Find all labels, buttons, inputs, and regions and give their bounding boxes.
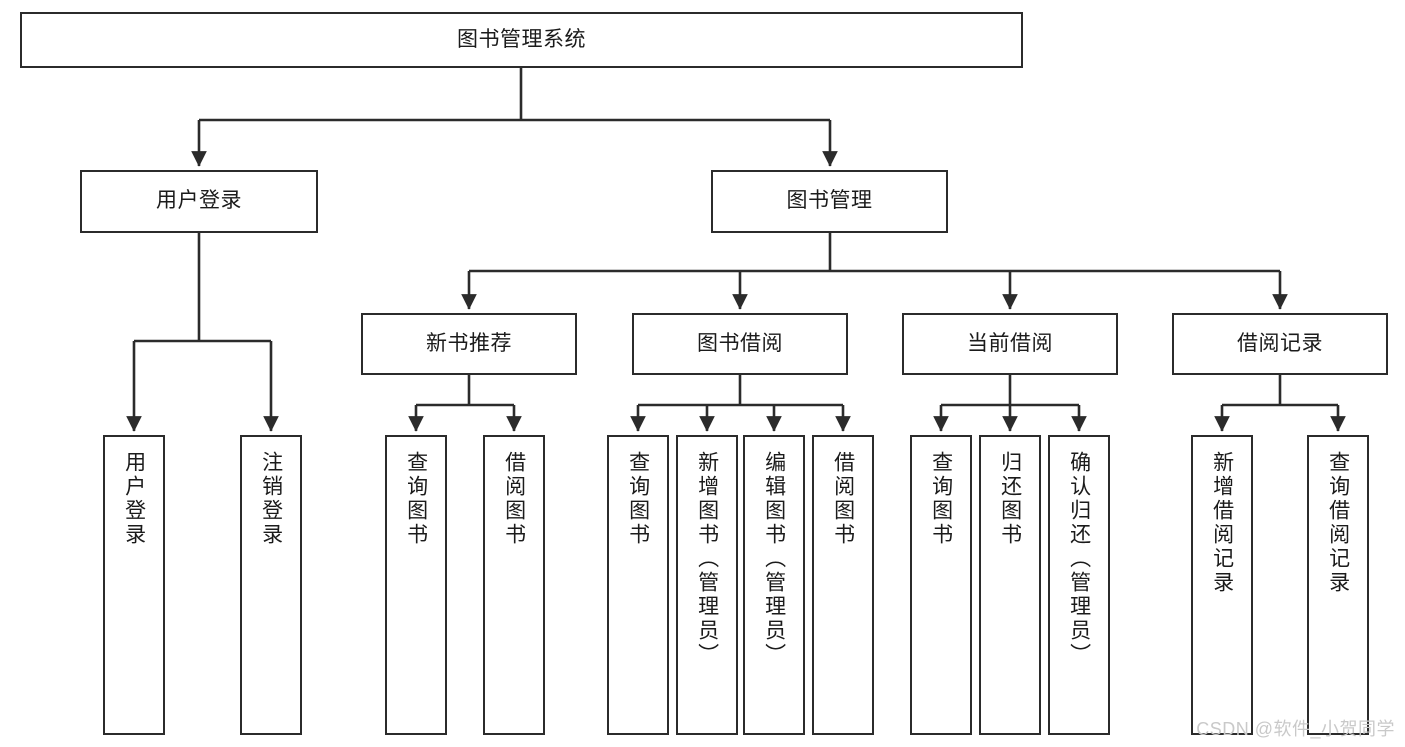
node-leaf-book-borrow-0[interactable]: 查询图书 — [607, 435, 669, 735]
node-leaf-new-book-1[interactable]: 借阅图书 — [483, 435, 545, 735]
node-leaf-user-login-1[interactable]: 注销登录 — [240, 435, 302, 735]
node-leaf-borrow-record-1[interactable]: 查询借阅记录 — [1307, 435, 1369, 735]
node-new-book-recommend-label: 新书推荐 — [426, 331, 512, 355]
node-book-manage[interactable]: 图书管理 — [711, 170, 948, 233]
node-book-borrow[interactable]: 图书借阅 — [632, 313, 848, 375]
node-leaf-label: 借阅图书 — [831, 451, 855, 547]
node-leaf-book-borrow-1[interactable]: 新增图书（管理员） — [676, 435, 738, 735]
node-leaf-book-borrow-2[interactable]: 编辑图书（管理员） — [743, 435, 805, 735]
node-leaf-user-login-0[interactable]: 用户登录 — [103, 435, 165, 735]
node-new-book-recommend[interactable]: 新书推荐 — [361, 313, 577, 375]
node-book-borrow-label: 图书借阅 — [697, 331, 783, 355]
watermark-label: CSDN @软件_小贺同学 — [1196, 719, 1395, 739]
node-leaf-label: 查询图书 — [626, 451, 650, 547]
node-leaf-borrow-record-0[interactable]: 新增借阅记录 — [1191, 435, 1253, 735]
node-leaf-label: 查询图书 — [404, 451, 428, 547]
node-current-borrow[interactable]: 当前借阅 — [902, 313, 1118, 375]
node-leaf-label: 查询借阅记录 — [1326, 451, 1350, 595]
node-leaf-label: 新增图书（管理员） — [695, 451, 719, 667]
node-leaf-current-borrow-2[interactable]: 确认归还（管理员） — [1048, 435, 1110, 735]
node-user-login-label: 用户登录 — [156, 189, 242, 213]
node-leaf-current-borrow-0[interactable]: 查询图书 — [910, 435, 972, 735]
node-leaf-book-borrow-3[interactable]: 借阅图书 — [812, 435, 874, 735]
node-root-label: 图书管理系统 — [457, 27, 586, 51]
node-leaf-label: 注销登录 — [259, 451, 283, 547]
node-leaf-label: 归还图书 — [998, 451, 1022, 547]
node-user-login[interactable]: 用户登录 — [80, 170, 318, 233]
node-current-borrow-label: 当前借阅 — [967, 331, 1053, 355]
node-book-manage-label: 图书管理 — [786, 189, 873, 213]
node-leaf-label: 新增借阅记录 — [1210, 451, 1234, 595]
node-leaf-label: 查询图书 — [929, 451, 953, 547]
node-leaf-label: 用户登录 — [122, 451, 146, 547]
node-leaf-label: 编辑图书（管理员） — [762, 451, 786, 667]
node-leaf-current-borrow-1[interactable]: 归还图书 — [979, 435, 1041, 735]
node-root[interactable]: 图书管理系统 — [20, 12, 1023, 68]
node-borrow-record[interactable]: 借阅记录 — [1172, 313, 1388, 375]
node-leaf-new-book-0[interactable]: 查询图书 — [385, 435, 447, 735]
node-borrow-record-label: 借阅记录 — [1237, 331, 1323, 355]
node-leaf-label: 借阅图书 — [502, 451, 526, 547]
node-leaf-label: 确认归还（管理员） — [1067, 451, 1091, 667]
